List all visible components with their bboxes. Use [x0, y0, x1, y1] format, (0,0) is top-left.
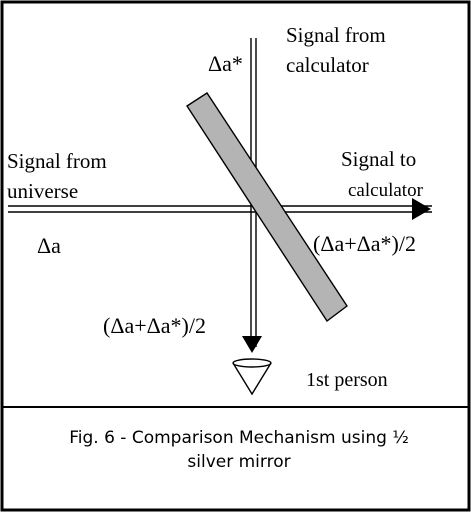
universe-input-beam [8, 205, 432, 213]
average-signal-right-label: (Δa+Δa*)/2 [313, 231, 416, 256]
signal-from-universe-label-line1: Signal from [7, 149, 107, 173]
signal-from-calculator-label-line1: Signal from [286, 23, 386, 47]
caption-line1: Fig. 6 - Comparison Mechanism using ½ [69, 428, 409, 448]
delta-a-label: Δa [37, 233, 61, 258]
first-person-label: 1st person [306, 369, 388, 391]
arrow-to-calculator [412, 198, 431, 220]
signal-to-calculator-label-line1: Signal to [341, 147, 416, 171]
delta-a-star-label: Δa* [208, 51, 243, 76]
signal-from-universe-label-line2: universe [7, 179, 78, 203]
half-silver-mirror [186, 92, 348, 323]
signal-to-calculator-label-line2: calculator [348, 180, 424, 201]
caption-line2: silver mirror [187, 452, 290, 472]
average-signal-bottom-label: (Δa+Δa*)/2 [103, 313, 206, 338]
signal-from-calculator-label-line2: calculator [286, 53, 369, 77]
arrow-to-person [242, 336, 262, 353]
eye-icon [232, 358, 272, 396]
